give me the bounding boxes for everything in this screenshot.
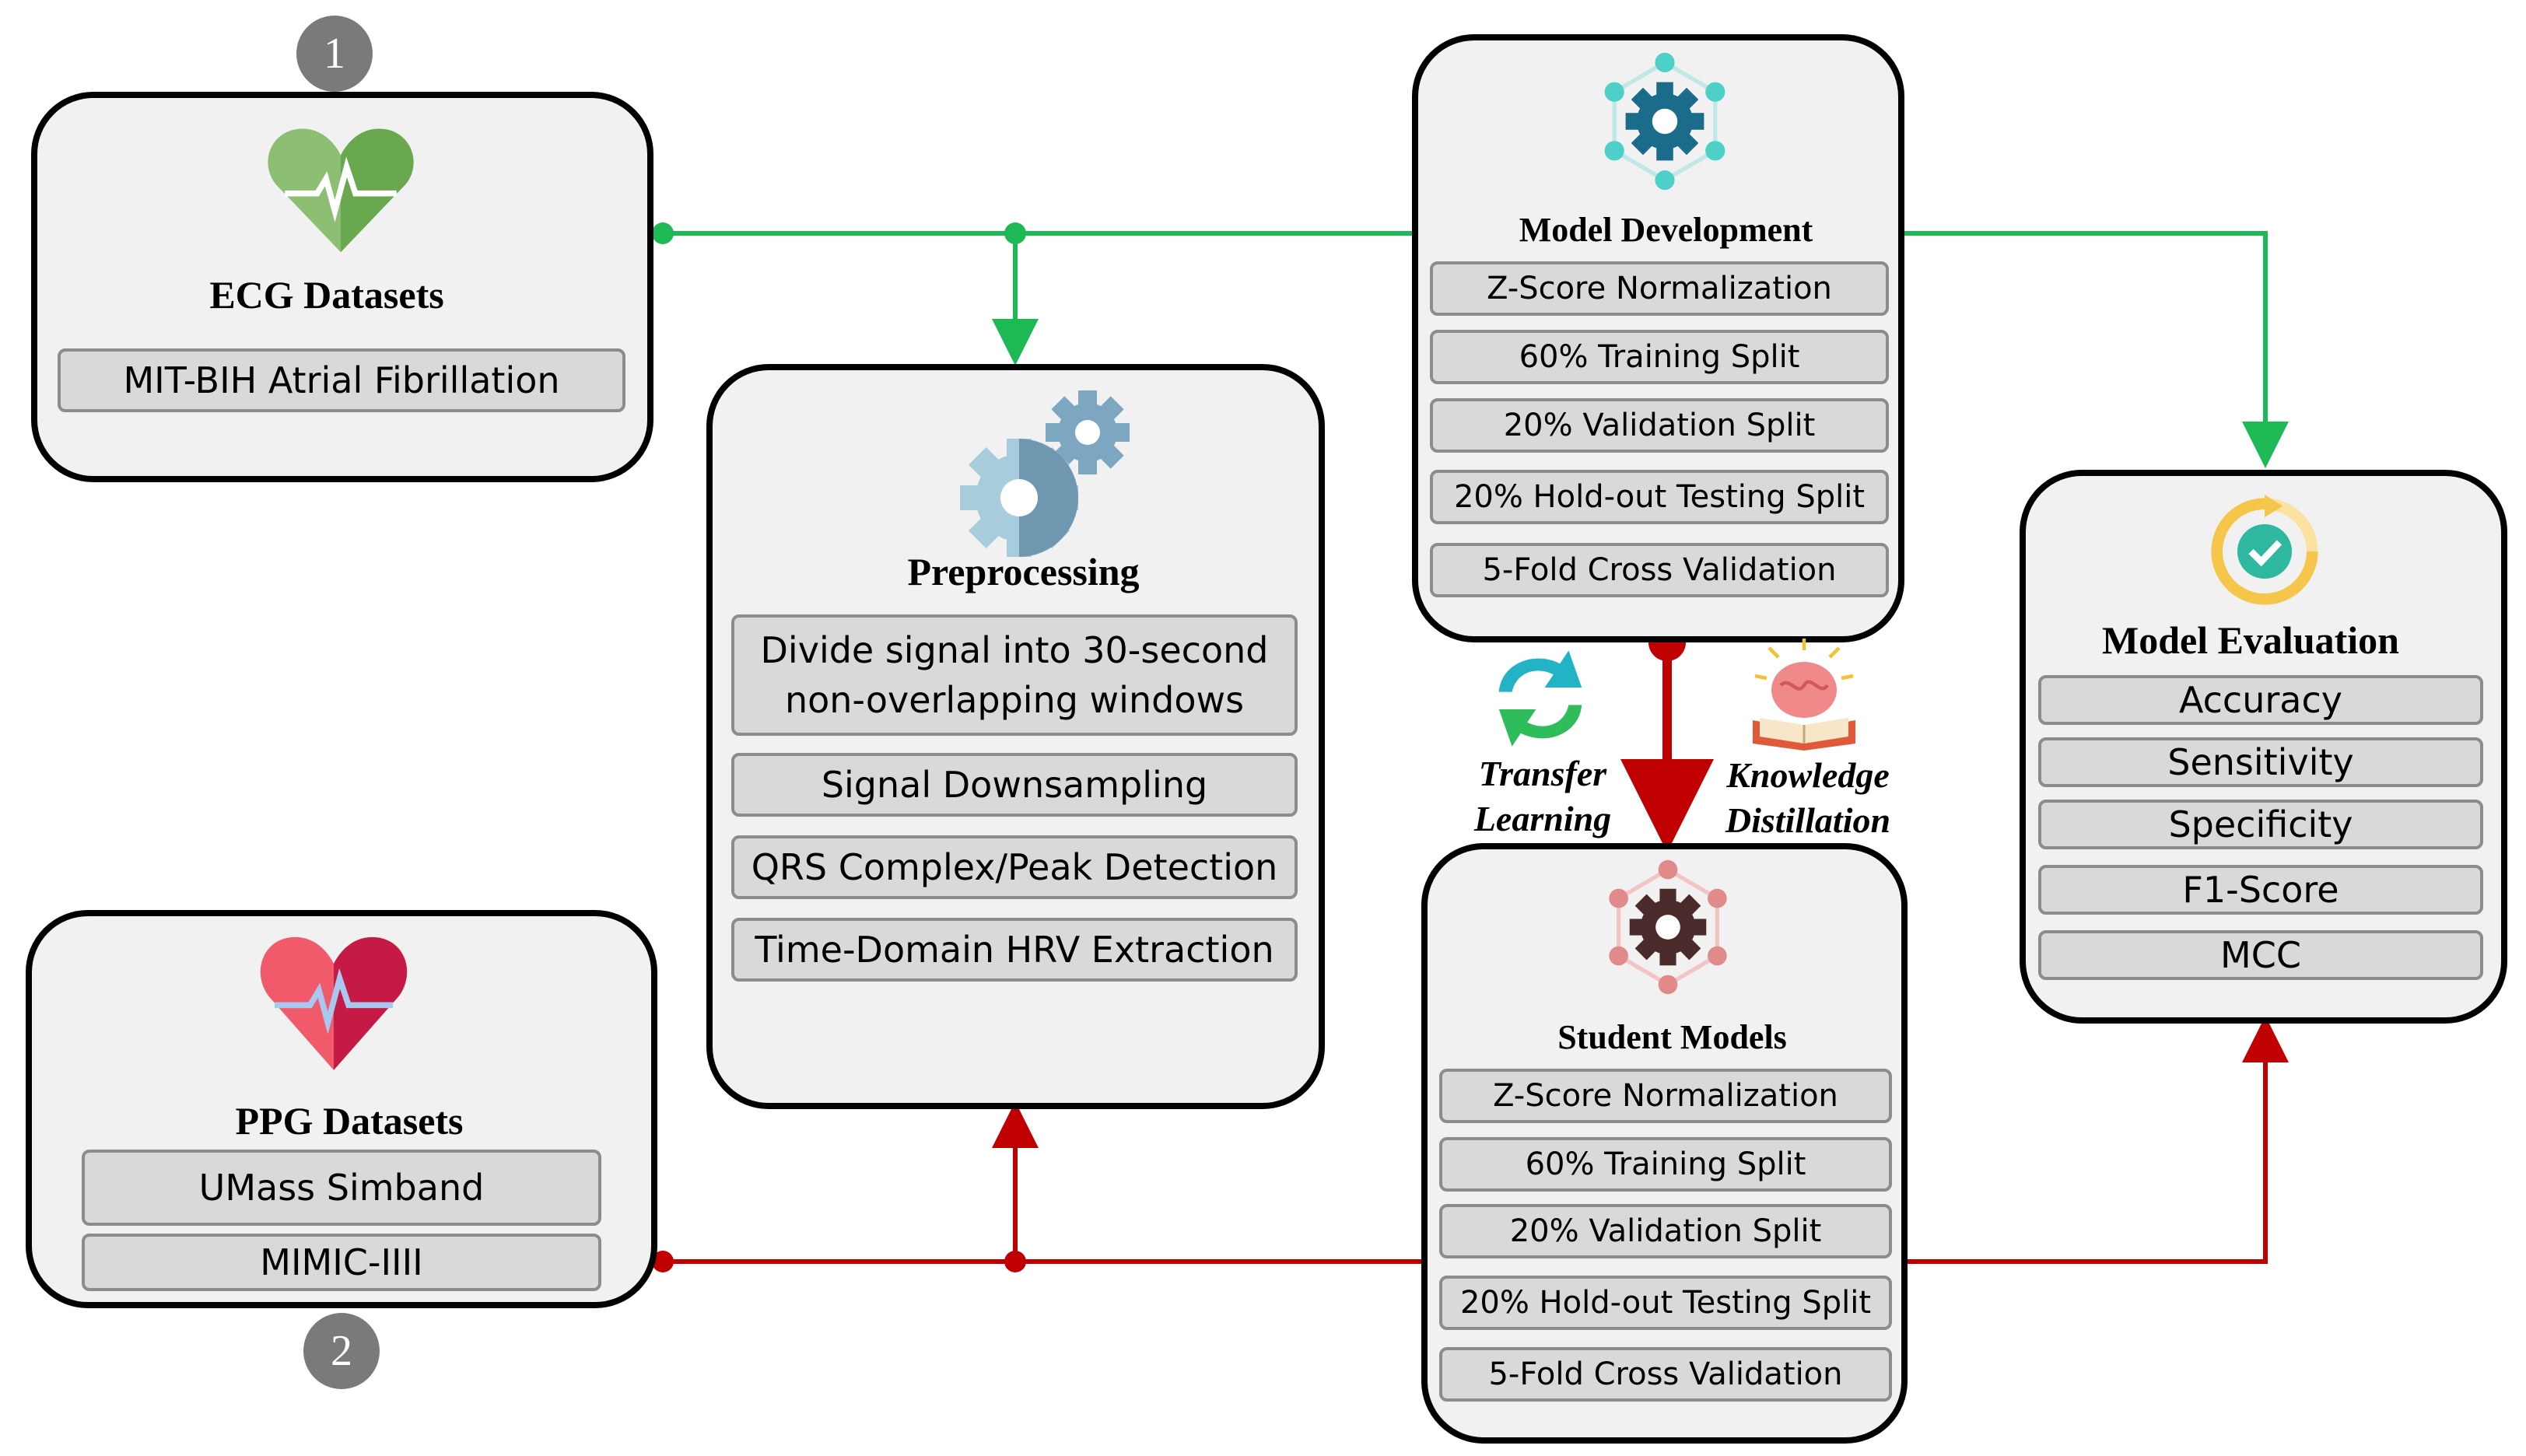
metric-specificity: Specificity [2038,800,2483,849]
model-development-cross-validation: 5-Fold Cross Validation [1430,543,1889,597]
model-evaluation-title: Model Evaluation [2102,618,2399,662]
transfer-arrows-icon [1498,650,1582,747]
heart-ecg-icon [268,128,414,253]
student-models-cross-validation: 5-Fold Cross Validation [1439,1347,1892,1402]
ecg-path-wires [663,231,2289,468]
ppg-path-wires [663,1016,2289,1264]
student-models-title: Student Models [1557,1018,1787,1056]
ppg-split-dot [1004,1251,1026,1272]
model-development-title: Model Development [1519,211,1813,249]
preprocessing-title: Preprocessing [907,550,1140,593]
preprocessing-step-windowing: Divide signal into 30-second non-overlap… [731,614,1298,736]
model-development-testing-split: 20% Hold-out Testing Split [1430,470,1889,524]
metric-mcc: MCC [2038,930,2483,980]
network-gear-icon [1609,859,1727,995]
heart-ppg-icon [260,936,408,1070]
transfer-learning-label: Transfer Learning [1473,754,1612,838]
ecg-dataset-mitbih: MIT-BIH Atrial Fibrillation [58,348,625,412]
network-gear-icon [1604,52,1725,191]
preprocessing-step-qrs-detection: QRS Complex/Peak Detection [731,835,1298,899]
check-cycle-icon [2211,495,2318,605]
preprocessing-step-hrv-extraction: Time-Domain HRV Extraction [731,918,1298,982]
ecg-datasets-title: ECG Datasets [209,273,444,317]
model-development-zscore: Z-Score Normalization [1430,261,1889,316]
ecg-junction-dot [652,222,674,244]
ecg-step-badge: 1 [296,16,373,92]
ppg-junction-dot [652,1251,674,1272]
ecg-wire-to-model-evaluation [1904,231,2289,468]
model-development-validation-split: 20% Validation Split [1430,398,1889,453]
model-development-training-split: 60% Training Split [1430,330,1889,384]
student-models-testing-split: 20% Hold-out Testing Split [1439,1276,1892,1330]
ppg-dataset-umass-simband: UMass Simband [82,1150,601,1226]
ppg-dataset-mimic: MIMIC-IIII [82,1234,601,1291]
metric-f1-score: F1-Score [2038,865,2483,915]
ppg-wire-to-model-evaluation [1908,1016,2289,1264]
metric-accuracy: Accuracy [2038,675,2483,725]
knowledge-distillation-label: Knowledge Distillation [1725,755,1891,840]
ppg-step-badge: 2 [303,1313,380,1389]
student-models-validation-split: 20% Validation Split [1439,1204,1892,1258]
preprocessing-step-downsampling: Signal Downsampling [731,753,1298,817]
gears-icon [960,390,1130,557]
ecg-split-dot [1004,222,1026,244]
ppg-datasets-title: PPG Datasets [235,1099,464,1143]
student-models-training-split: 60% Training Split [1439,1137,1892,1192]
metric-sensitivity: Sensitivity [2038,737,2483,787]
brain-book-icon [1753,639,1855,751]
student-models-zscore: Z-Score Normalization [1439,1069,1892,1123]
